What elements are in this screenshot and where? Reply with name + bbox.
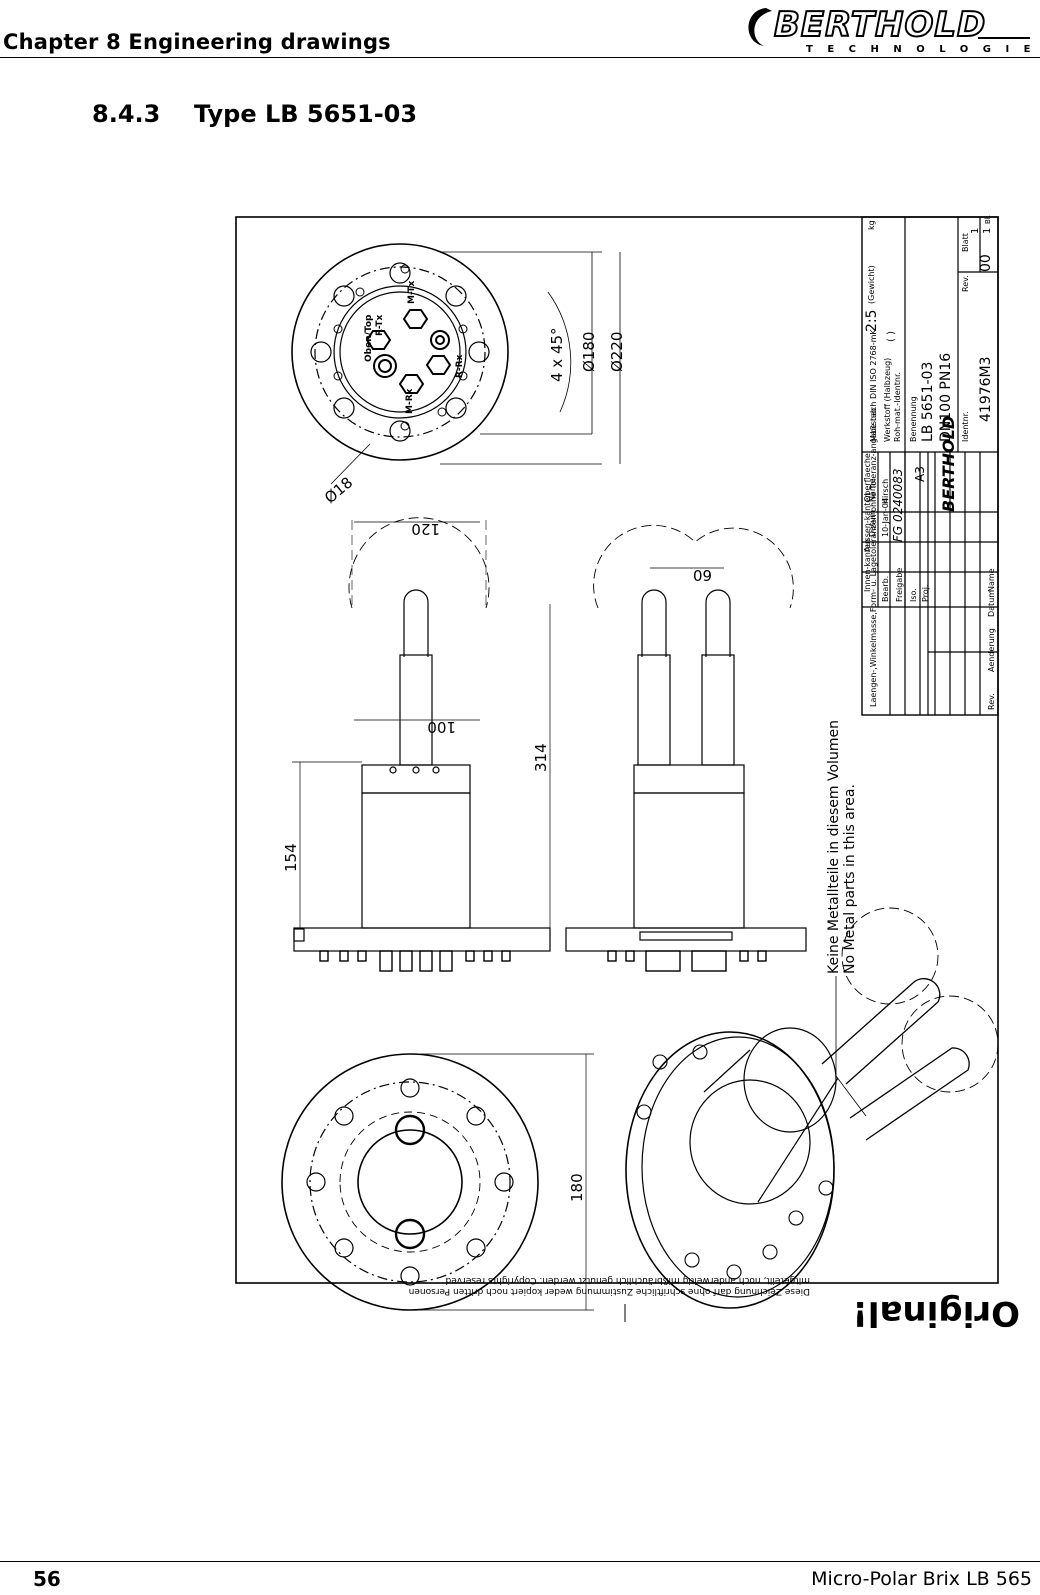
tb-change-label: Aenderung bbox=[987, 628, 996, 672]
tb-blatt-label: Blatt bbox=[961, 233, 970, 252]
tb-blatt-of: 1 bbox=[982, 228, 993, 234]
tb-bearb-label: Bearb. bbox=[881, 576, 890, 602]
chapter-title: Chapter 8 Engineering drawings bbox=[3, 30, 391, 54]
dim-d180: Ø180 bbox=[580, 332, 598, 372]
tb-ident: 41976M3 bbox=[978, 356, 994, 422]
section-number: 8.4.3 bbox=[92, 100, 161, 128]
tb-datum-label: Datum bbox=[868, 510, 877, 537]
tb-name1: LB 5651-03 bbox=[920, 362, 936, 442]
tb-oberflaeche-label: Oberflaeche bbox=[863, 453, 872, 502]
dim-chamfer: 4 x 45° bbox=[548, 327, 566, 382]
tb-name2: DN100 PN16 bbox=[938, 353, 954, 442]
note-de: Keine Metallteile in diesem Volumen bbox=[826, 720, 842, 974]
tb-iso-label: Iso. bbox=[909, 588, 918, 602]
footer-rule bbox=[0, 1561, 1040, 1562]
tb-freigabe-label: Freigabe bbox=[895, 568, 904, 602]
tb-material-value: ( ) bbox=[886, 331, 897, 342]
tb-aussen-label: Aussen-kanten bbox=[863, 493, 872, 552]
tb-tolerance: Laengen-,Winkelmasse,Form- u. Lagetolera… bbox=[869, 329, 878, 707]
page-number: 56 bbox=[33, 1567, 61, 1591]
label-r-tx: R-Tx bbox=[375, 315, 385, 336]
label-m-tx: M-Tx bbox=[407, 280, 417, 304]
tb-benennung-label: Benennung bbox=[909, 396, 918, 442]
dim-314: 314 bbox=[532, 743, 550, 772]
tb-blatt: 1 bbox=[970, 228, 981, 234]
dim-60: 60 bbox=[693, 566, 712, 584]
svg-text:TECHNOLOGIES: TECHNOLOGIES bbox=[806, 44, 1038, 55]
copyright-line-1: Diese Zeichnung darf ohne schriftliche Z… bbox=[409, 1286, 810, 1296]
tb-bearb-name: Hirsch bbox=[881, 479, 890, 504]
tb-weight-unit: kg bbox=[867, 220, 876, 230]
tb-rev-label: Rev. bbox=[961, 275, 970, 292]
svg-text:BERTHOLD: BERTHOLD bbox=[774, 5, 986, 45]
dim-154: 154 bbox=[282, 843, 300, 872]
tb-logo: BERTHOLD bbox=[939, 416, 958, 512]
tb-rohmat-label: Roh-mat.-Identnr. bbox=[893, 372, 902, 442]
tb-proj-label: Proj. bbox=[921, 585, 930, 602]
page-header: Chapter 8 Engineering drawings BERTHOLD … bbox=[0, 0, 1040, 58]
label-r-rx: R-Rx bbox=[455, 354, 465, 378]
tb-rev: 00 bbox=[978, 254, 994, 272]
dim-100: 100 bbox=[427, 718, 456, 736]
tb-material-label: Werkstoff (Halbzeug) bbox=[883, 358, 892, 442]
tb-change-rev-label: Rev. bbox=[987, 693, 996, 710]
tb-change-date-label: Datum bbox=[987, 590, 996, 617]
document-title: Micro-Polar Brix LB 565 bbox=[811, 1568, 1032, 1590]
label-m-rx: M-Rx bbox=[405, 388, 415, 414]
tb-scale-label: Maßstab bbox=[869, 408, 878, 442]
tb-name-label: Name bbox=[868, 478, 877, 502]
original-stamp: Original! bbox=[852, 1293, 1020, 1333]
dim-180: 180 bbox=[568, 1173, 586, 1202]
tb-ident-label: Identnr. bbox=[961, 411, 970, 442]
tb-bearb-date: 10-Jan-04 bbox=[881, 498, 890, 537]
tb-freigabe-hand: FG 0240083 bbox=[891, 469, 905, 542]
engineering-drawing: Oben/Top R-Tx M-Tx M-Rx R-Rx 4 x 45° Ø18… bbox=[235, 215, 1020, 1333]
tb-bl-label: Bl. bbox=[984, 215, 992, 224]
tb-change-name-label: Name bbox=[987, 568, 996, 592]
tb-weight-label: (Gewicht) bbox=[867, 265, 876, 304]
tb-scale: 2:5 bbox=[864, 309, 880, 332]
label-oben-top: Oben/Top bbox=[364, 314, 374, 362]
dim-d220: Ø220 bbox=[608, 332, 626, 372]
tb-format: A3 bbox=[913, 466, 927, 482]
header-rule bbox=[0, 57, 1040, 58]
section-heading: 8.4.3 Type LB 5651-03 bbox=[92, 100, 417, 128]
tb-innen-label: Innen-kanten bbox=[863, 539, 872, 592]
section-title: Type LB 5651-03 bbox=[194, 100, 418, 128]
note-en: No Metal parts in this area. bbox=[842, 784, 858, 974]
dim-120: 120 bbox=[411, 520, 440, 538]
berthold-logo: BERTHOLD TECHNOLOGIES bbox=[748, 4, 1038, 55]
dim-d18: Ø18 bbox=[321, 473, 356, 507]
copyright-line-2: mitgeteilt, noch anderweitig mißbräuchli… bbox=[446, 1275, 810, 1285]
